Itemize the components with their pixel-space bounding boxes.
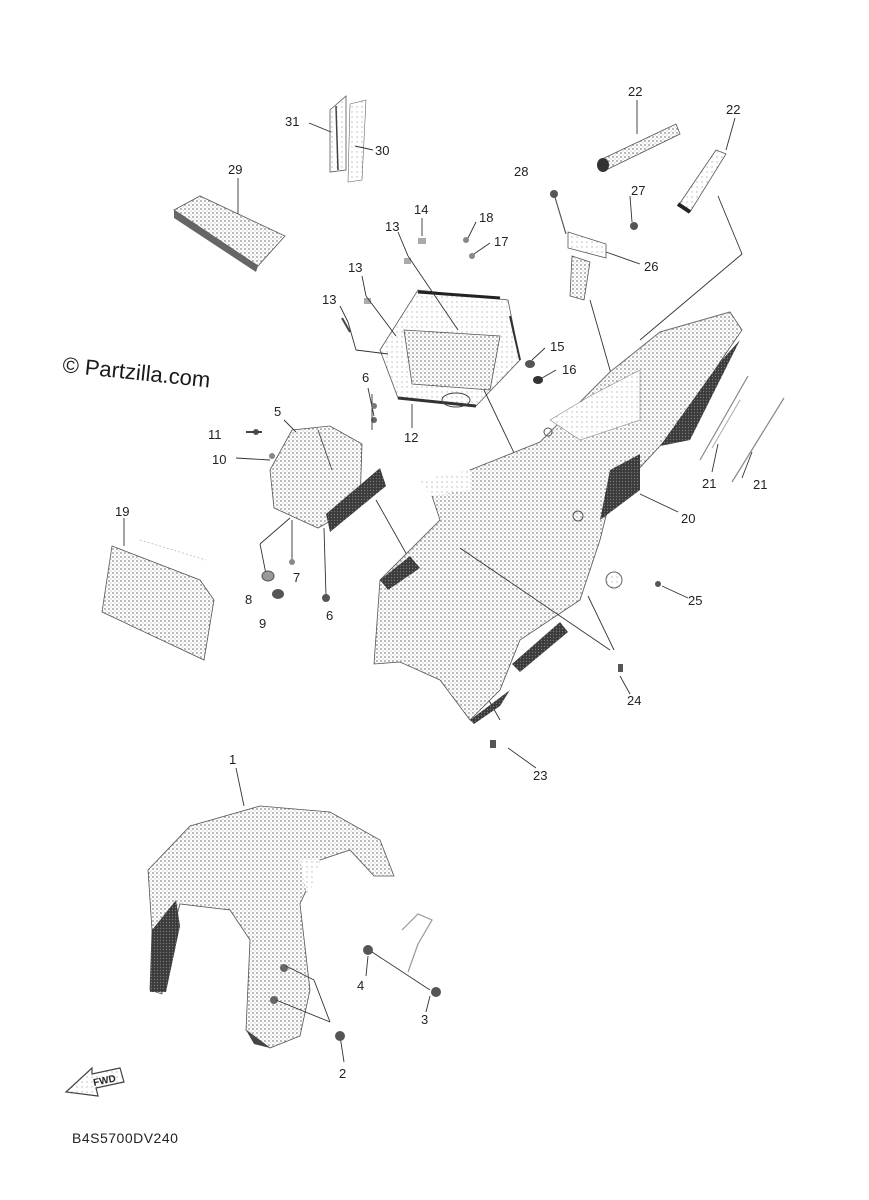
callout-20: 20 xyxy=(681,511,695,526)
bracket-part-26 xyxy=(550,190,638,301)
callout-9: 9 xyxy=(259,616,266,631)
bracket-part-3-4 xyxy=(335,913,441,1041)
callout-23: 23 xyxy=(533,768,547,783)
strip-part-21 xyxy=(699,375,785,483)
pad-part-29 xyxy=(173,195,286,272)
callout-13b: 13 xyxy=(348,260,362,275)
callout-12: 12 xyxy=(404,430,418,445)
callout-18: 18 xyxy=(479,210,493,225)
callout-24: 24 xyxy=(627,693,641,708)
bracket-part-5 xyxy=(246,425,386,532)
callout-7: 7 xyxy=(293,570,300,585)
callout-labels: 1 2 3 4 5 6 6 7 8 9 10 11 12 13 13 13 14… xyxy=(115,84,767,1081)
plate-part-19 xyxy=(101,539,215,661)
diagram-code: B4S5700DV240 xyxy=(72,1130,178,1146)
callout-6a: 6 xyxy=(362,370,369,385)
clips-parts-13-18 xyxy=(341,237,543,423)
callout-5: 5 xyxy=(274,404,281,419)
callout-3: 3 xyxy=(421,1012,428,1027)
callout-6b: 6 xyxy=(326,608,333,623)
callout-1: 1 xyxy=(229,752,236,767)
fwd-arrow-icon: FWD xyxy=(64,1066,125,1097)
callout-31: 31 xyxy=(285,114,299,129)
grommets-parts-6-9 xyxy=(261,403,377,602)
callout-21a: 21 xyxy=(702,476,716,491)
callout-10: 10 xyxy=(212,452,226,467)
callout-28: 28 xyxy=(514,164,528,179)
callout-26: 26 xyxy=(644,259,658,274)
callout-22a: 22 xyxy=(628,84,642,99)
stripe-part-30-31 xyxy=(329,95,367,183)
callout-25: 25 xyxy=(688,593,702,608)
fasteners-parts-23-25 xyxy=(490,581,661,748)
watermark-text: © Partzilla.com xyxy=(61,352,211,392)
callout-22b: 22 xyxy=(726,102,740,117)
callout-21b: 21 xyxy=(753,477,767,492)
callout-13c: 13 xyxy=(322,292,336,307)
callout-14: 14 xyxy=(414,202,428,217)
callout-13a: 13 xyxy=(385,219,399,234)
callout-16: 16 xyxy=(562,362,576,377)
side-cowl-part-20 xyxy=(373,311,743,724)
callout-19: 19 xyxy=(115,504,129,519)
trim-part-22 xyxy=(597,123,727,214)
callout-29: 29 xyxy=(228,162,242,177)
callout-30: 30 xyxy=(375,143,389,158)
callout-15: 15 xyxy=(550,339,564,354)
callout-4: 4 xyxy=(357,978,364,993)
callout-2: 2 xyxy=(339,1066,346,1081)
callout-27: 27 xyxy=(631,183,645,198)
front-fender-part-1 xyxy=(147,805,395,1049)
fwd-label: FWD xyxy=(92,1073,117,1088)
callout-8: 8 xyxy=(245,592,252,607)
callout-17: 17 xyxy=(494,234,508,249)
callout-11: 11 xyxy=(208,427,222,442)
tray-part-12 xyxy=(379,289,521,408)
